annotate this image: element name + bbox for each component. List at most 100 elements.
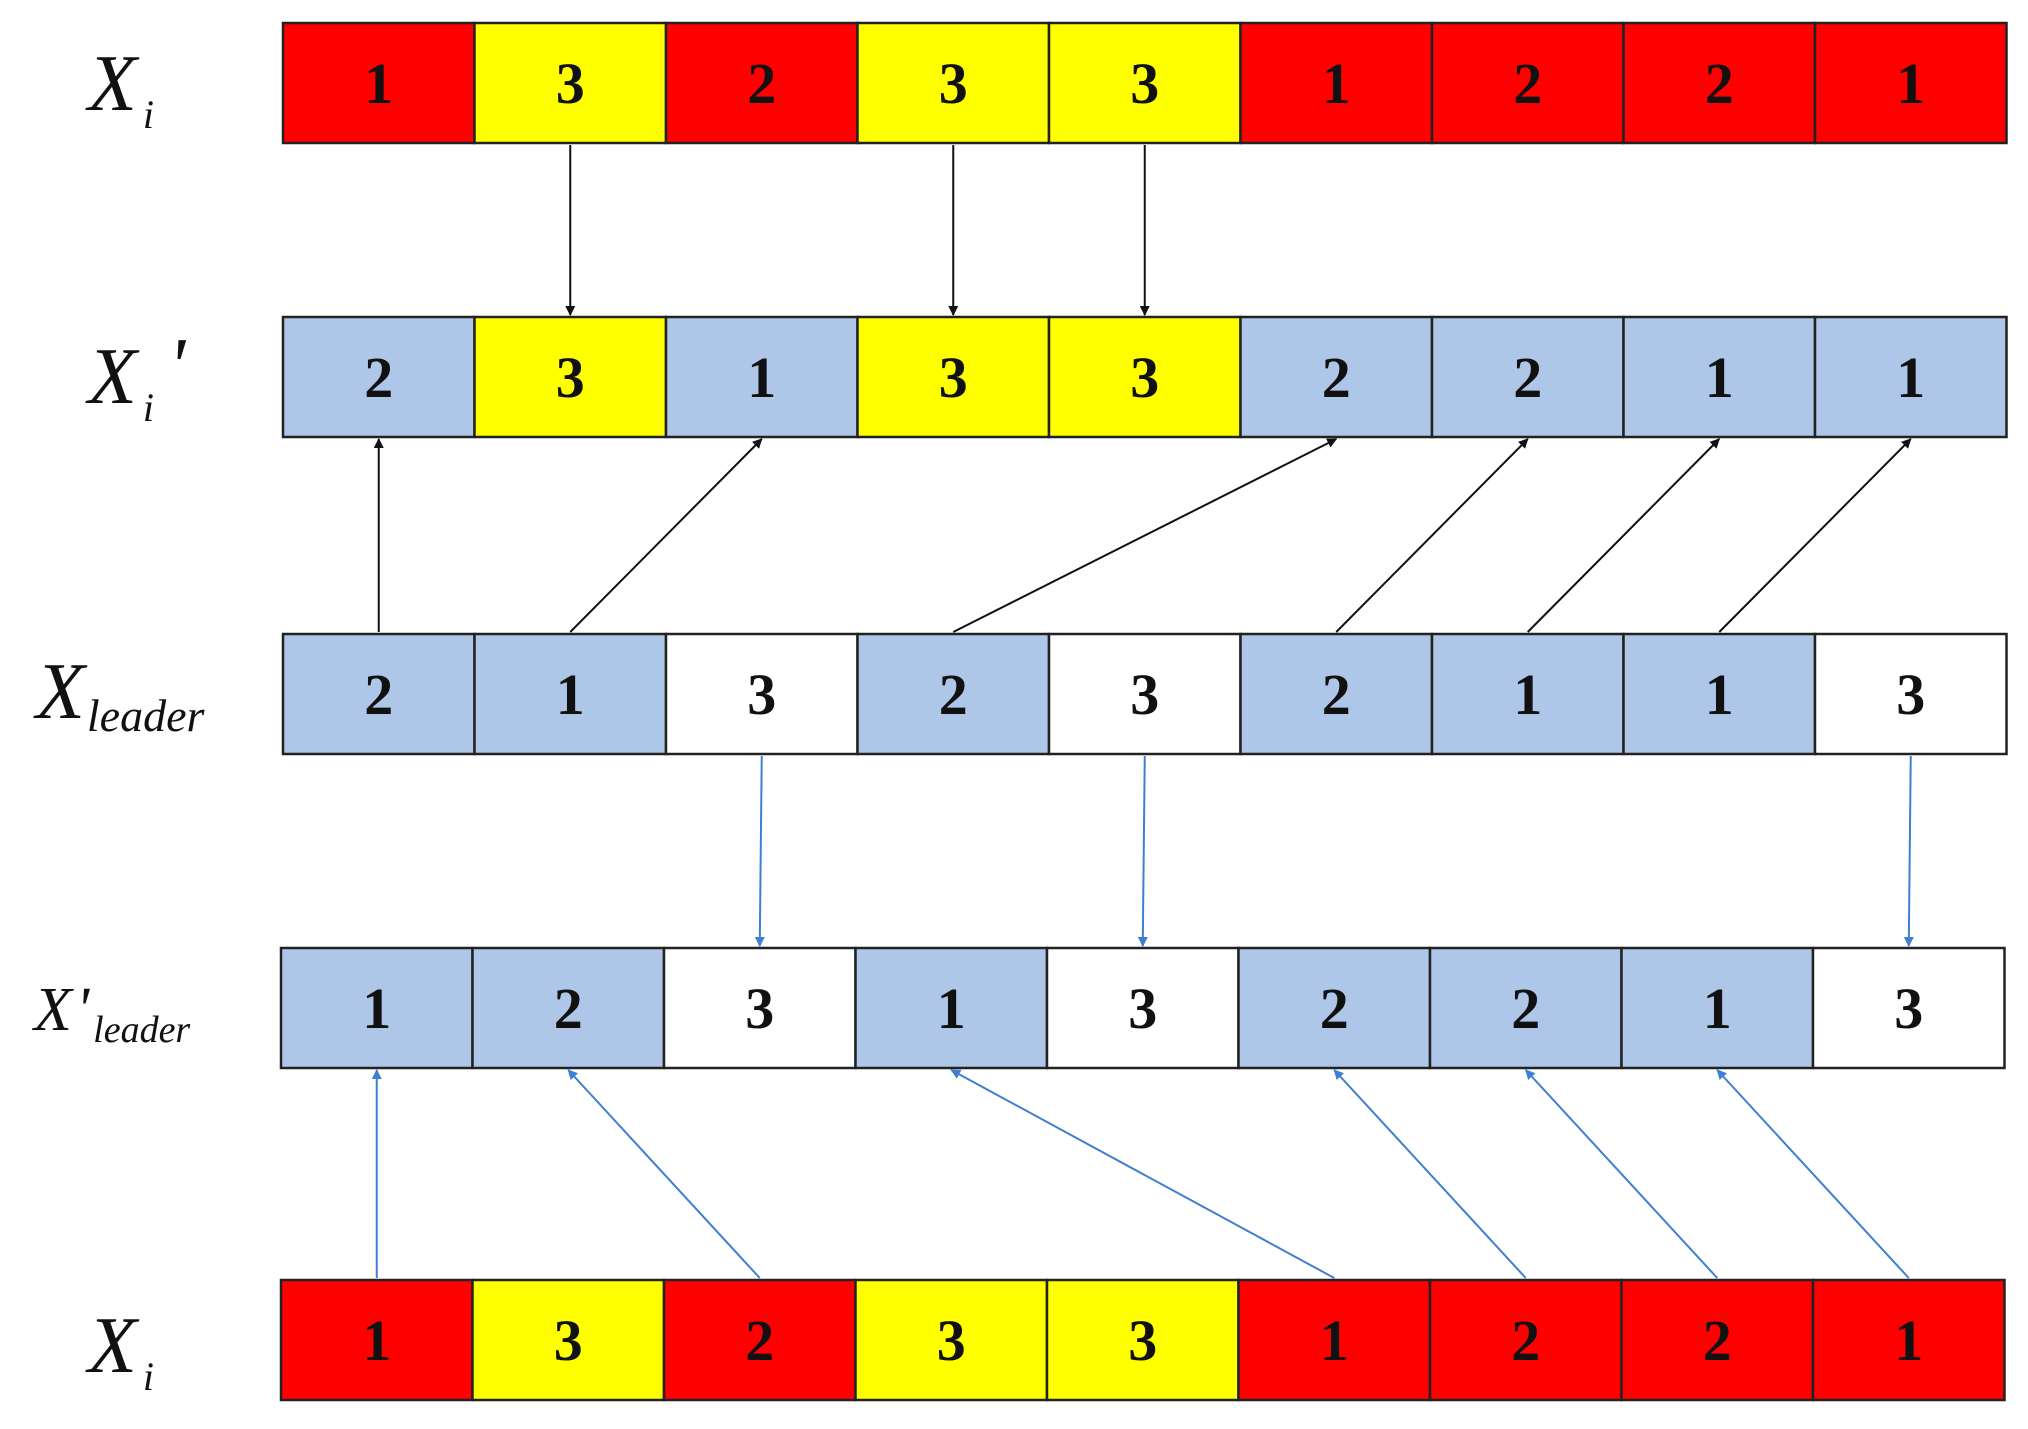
cell: 1: [1430, 632, 1625, 756]
cell: 1: [1813, 21, 2008, 145]
cell-value: 3: [1894, 976, 1923, 1041]
cell: 3: [856, 315, 1051, 439]
label-prime: ': [76, 976, 91, 1044]
cell: 1: [1237, 1278, 1432, 1402]
arrow: [950, 1069, 1335, 1279]
label-subscript: leader: [87, 690, 206, 741]
cell: 2: [1620, 1278, 1815, 1402]
cell: 1: [1239, 21, 1434, 145]
cell-value: 1: [747, 345, 776, 410]
arrow: [569, 438, 763, 633]
row-xi-top: 1 3 2 3 3 1 2 2 1: [281, 21, 2008, 145]
label-main: X: [85, 40, 140, 128]
cell: 2: [281, 315, 476, 439]
cell-box: [1622, 21, 1817, 145]
cell: 1: [1813, 315, 2008, 439]
cell-box: [1430, 21, 1625, 145]
cell-value: 2: [1511, 976, 1540, 1041]
cell: 2: [1239, 632, 1434, 756]
cell-value: 1: [362, 1308, 391, 1373]
label-subscript: i: [143, 1354, 154, 1399]
cell-value: 2: [1513, 51, 1542, 116]
cell-box: [279, 1278, 474, 1402]
cell-box: [1047, 315, 1242, 439]
cell: 1: [281, 21, 476, 145]
cell-value: 2: [554, 976, 583, 1041]
cell: 3: [1047, 632, 1242, 756]
cell-value: 1: [1705, 662, 1734, 727]
cell: 3: [1045, 946, 1240, 1070]
cell-box: [664, 632, 859, 756]
label-subscript: leader: [93, 1009, 190, 1051]
cell-box: [664, 21, 859, 145]
row-label-x-leader: Xleader: [33, 648, 205, 741]
arrow: [1333, 1069, 1527, 1279]
label-main: X: [85, 1302, 140, 1390]
arrow: [1137, 755, 1148, 947]
cell: 3: [1811, 946, 2006, 1070]
arrow: [1527, 438, 1720, 633]
cell-value: 2: [1703, 1308, 1732, 1373]
cell-value: 2: [1513, 345, 1542, 410]
cell-box: [1047, 21, 1242, 145]
cell: 2: [281, 632, 476, 756]
cell-value: 1: [1320, 1308, 1349, 1373]
cell-box: [1813, 21, 2008, 145]
cell-value: 1: [1703, 976, 1732, 1041]
cell-value: 3: [556, 345, 585, 410]
arrow: [1716, 1069, 1910, 1279]
cell: 2: [662, 1278, 857, 1402]
cell: 1: [1620, 946, 1815, 1070]
cell-box: [1622, 315, 1817, 439]
cell-value: 1: [1513, 662, 1542, 727]
cell-box: [1428, 946, 1623, 1070]
cell-box: [1620, 1278, 1815, 1402]
cell: 2: [664, 21, 859, 145]
cell-box: [1811, 946, 2006, 1070]
cell-box: [279, 946, 474, 1070]
cell-value: 3: [747, 662, 776, 727]
cell: 1: [664, 315, 859, 439]
cell: 3: [473, 315, 668, 439]
cell-value: 1: [1705, 345, 1734, 410]
cell: 2: [1622, 21, 1817, 145]
arrow: [1335, 438, 1529, 633]
cell-value: 3: [1130, 662, 1159, 727]
cell: 3: [854, 1278, 1049, 1402]
cell: 3: [662, 946, 857, 1070]
cell: 3: [1045, 1278, 1240, 1402]
cell: 3: [1047, 315, 1242, 439]
label-subscript: i: [143, 385, 154, 430]
arrows-layer: [371, 145, 1914, 1279]
arrow: [1718, 438, 1912, 633]
cell: 3: [1813, 632, 2008, 756]
cell-value: 3: [556, 51, 585, 116]
cell: 1: [1811, 1278, 2006, 1402]
cell-box: [1428, 1278, 1623, 1402]
cell-value: 2: [1320, 976, 1349, 1041]
cell-value: 3: [1130, 51, 1159, 116]
cell: 1: [279, 946, 474, 1070]
cell-value: 2: [1705, 51, 1734, 116]
cell-value: 3: [939, 345, 968, 410]
cell: 2: [1237, 946, 1432, 1070]
cell-box: [281, 632, 476, 756]
cell-box: [471, 946, 666, 1070]
cell-value: 3: [1130, 345, 1159, 410]
cell-box: [1047, 632, 1242, 756]
cell: 3: [473, 21, 668, 145]
cell: 2: [1428, 946, 1623, 1070]
cell-box: [471, 1278, 666, 1402]
cell-value: 3: [939, 51, 968, 116]
cell: 3: [1047, 21, 1242, 145]
cell-value: 1: [1894, 1308, 1923, 1373]
cell-box: [473, 632, 668, 756]
cell: 2: [856, 632, 1051, 756]
cell-box: [1620, 946, 1815, 1070]
